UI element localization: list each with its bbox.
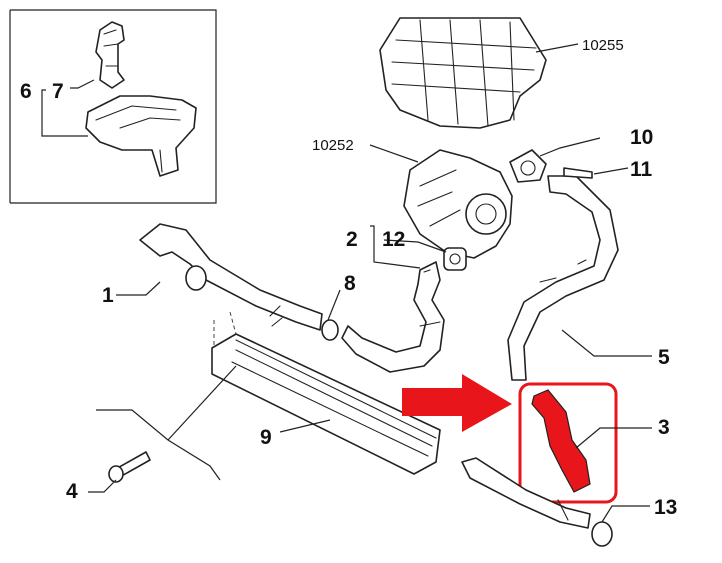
seal-ring-part-8 bbox=[321, 319, 339, 341]
callout-9: 9 bbox=[260, 426, 272, 449]
inset-panel bbox=[9, 9, 217, 204]
callout-6: 6 bbox=[20, 80, 32, 103]
lower-pipe bbox=[461, 457, 591, 529]
flange-part-10 bbox=[509, 149, 547, 183]
callout-4: 4 bbox=[66, 480, 78, 503]
cap-part-13 bbox=[591, 521, 613, 547]
callout-1: 1 bbox=[102, 284, 114, 307]
bolt-part-11 bbox=[563, 167, 593, 179]
intercooler-part-9 bbox=[211, 311, 441, 475]
callout-2: 2 bbox=[346, 228, 358, 251]
callout-12: 12 bbox=[382, 228, 405, 251]
callout-8: 8 bbox=[344, 272, 356, 295]
ref-10255: 10255 bbox=[582, 37, 624, 54]
highlight-box bbox=[518, 382, 618, 504]
callout-7: 7 bbox=[52, 80, 64, 103]
callout-10: 10 bbox=[630, 126, 653, 149]
pointer-arrow bbox=[402, 374, 512, 432]
hose-part-3-highlight bbox=[531, 389, 591, 493]
callout-5: 5 bbox=[658, 346, 670, 369]
pipe-part-2 bbox=[341, 261, 445, 373]
housing-part-6 bbox=[85, 95, 197, 177]
gasket-part-12 bbox=[443, 247, 467, 271]
callout-11: 11 bbox=[630, 158, 653, 181]
ref-10252: 10252 bbox=[312, 137, 354, 154]
turbocharger bbox=[403, 149, 513, 259]
hose-part-1 bbox=[139, 223, 323, 331]
callout-13: 13 bbox=[654, 496, 677, 519]
clip-part-7 bbox=[95, 21, 125, 89]
callout-3: 3 bbox=[658, 416, 670, 439]
intake-manifold bbox=[379, 17, 547, 129]
bolt-part-4 bbox=[108, 451, 151, 483]
hose-part-5 bbox=[507, 175, 619, 381]
